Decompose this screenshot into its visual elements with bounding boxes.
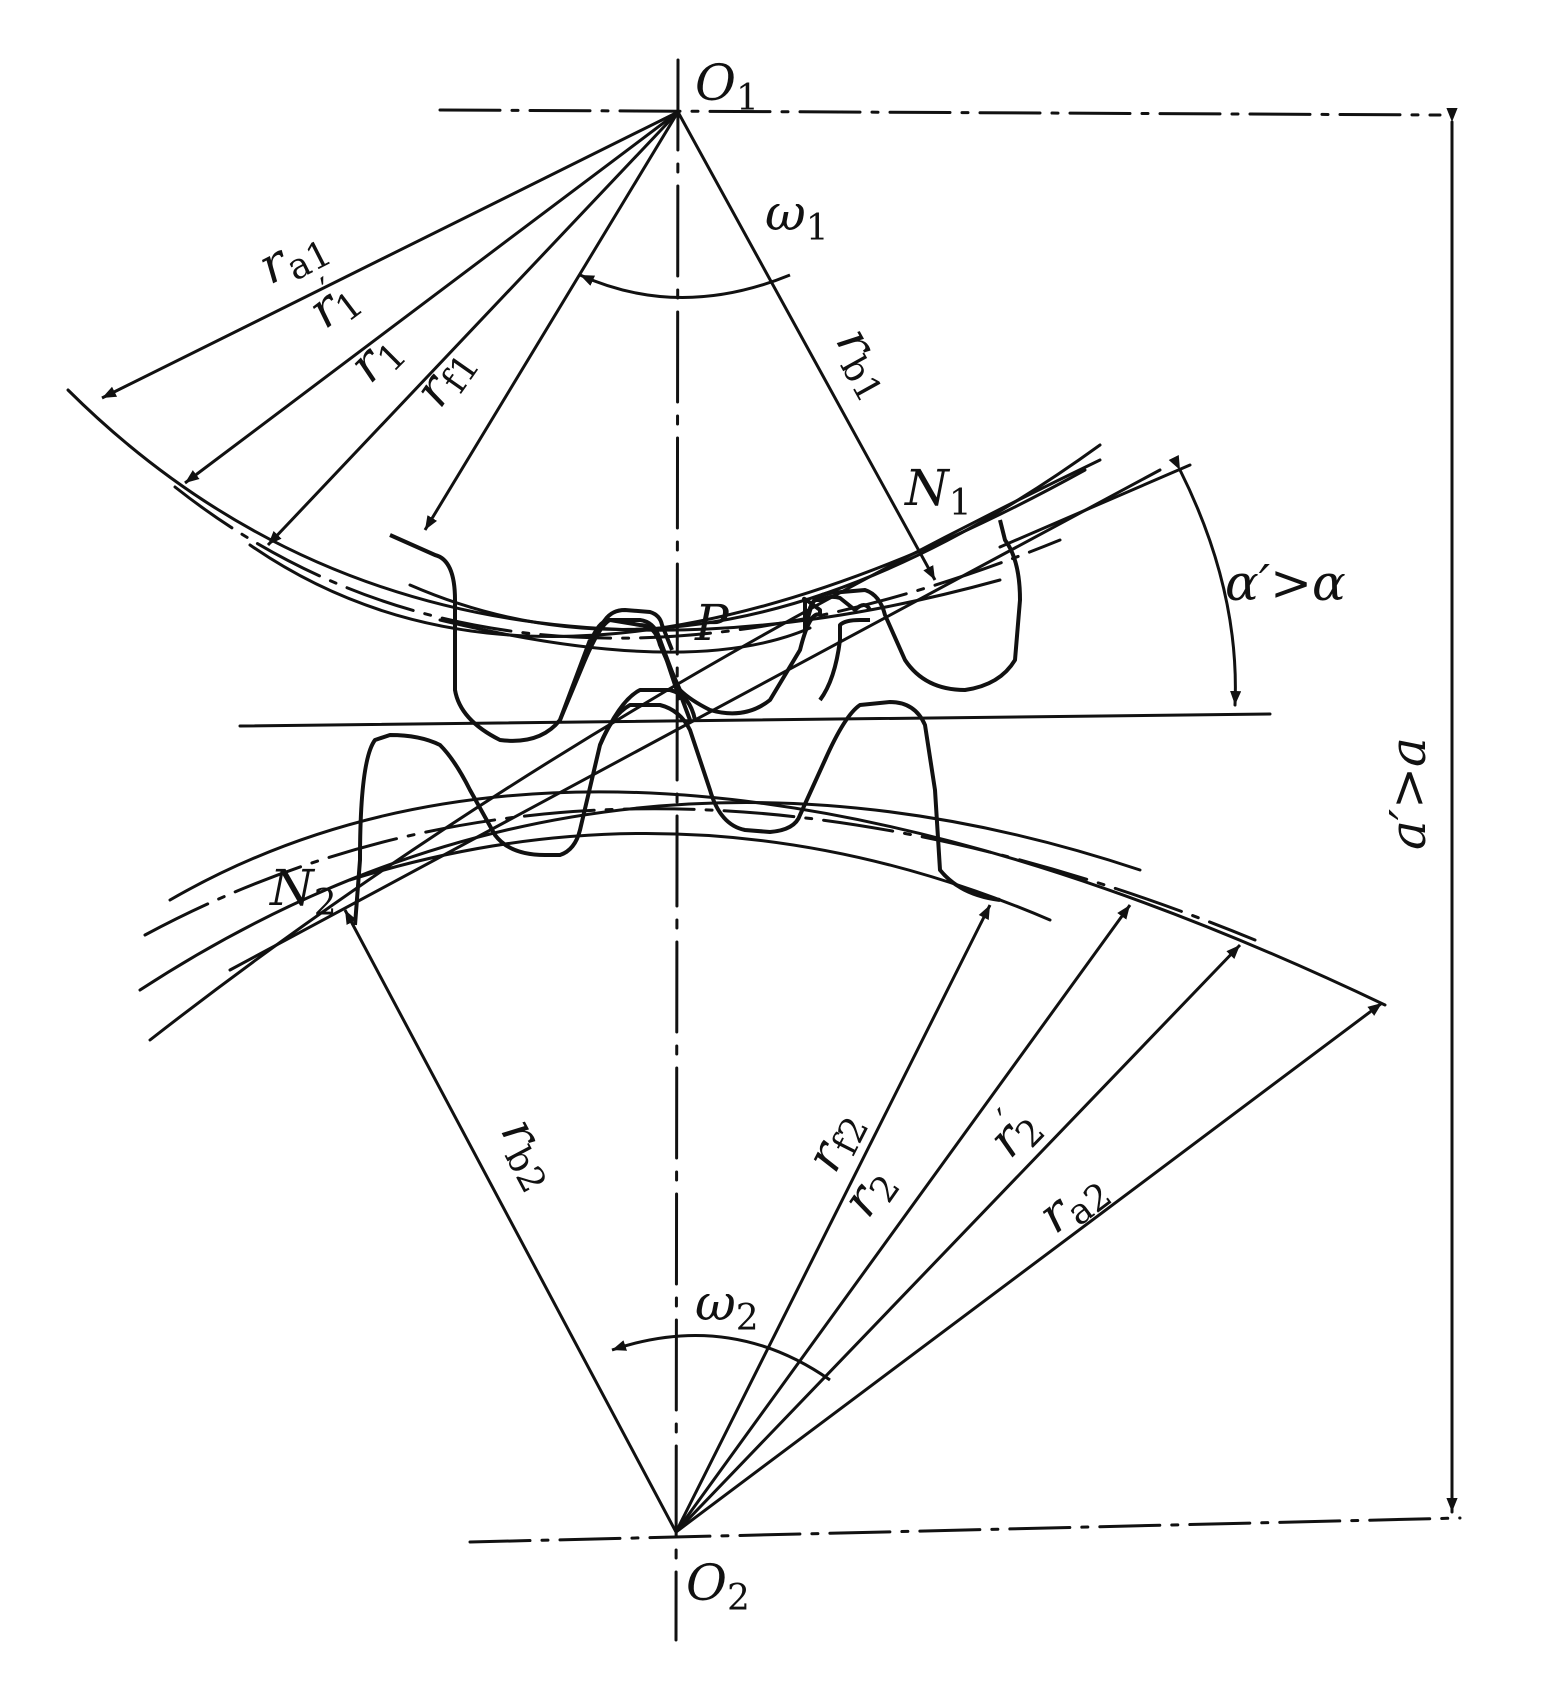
label-rf2: rf2: [794, 1101, 877, 1183]
gear1-addendum-circle: [66, 388, 1002, 632]
radius-r1-prime: [184, 110, 679, 485]
vertical-axis: [674, 58, 680, 1642]
gear1-mid-tooth: [558, 639, 692, 721]
radius-rf2: [674, 904, 992, 1533]
label-pressure-angle: α′>α: [1225, 554, 1346, 612]
radius-ra2: [675, 1001, 1383, 1534]
gear2-base-circle: [148, 458, 1102, 1042]
label-o1: O1: [695, 54, 759, 119]
gear1-right-teeth: [803, 519, 1022, 692]
gear2-addendum-circle: [168, 790, 1387, 1007]
gear2-center-tooth: [598, 688, 697, 746]
gear1-radii: [101, 110, 937, 581]
radius-rf1: [423, 111, 680, 531]
gear2-pitch-circle-prime: [143, 807, 1257, 942]
gear1-pitch-circle: [248, 468, 1087, 639]
radius-rb2: [343, 909, 678, 1533]
label-center-distance: a′>a: [1379, 737, 1437, 850]
label-rb2: rb2: [485, 1108, 573, 1199]
radius-r1: [266, 110, 680, 547]
label-rf1: rf1: [402, 334, 488, 419]
label-omega2: ω2: [695, 1274, 759, 1339]
radius-r2-prime: [674, 943, 1242, 1534]
radius-r2: [674, 904, 1132, 1533]
gear2-radii: [343, 904, 1383, 1534]
gear1-root-circle: [438, 618, 812, 654]
label-o2: O2: [686, 1554, 750, 1619]
omega2-arc: [611, 1333, 831, 1382]
center-line-o1: [438, 108, 1442, 117]
center-line-o2: [468, 1516, 1462, 1544]
gear2-teeth: [353, 700, 1001, 926]
labels: O1 O2 P N1 N2 ra1 r′1 r1 rf1 rb1 ω1 rb2 …: [249, 54, 1437, 1619]
gear-teeth: [353, 519, 1022, 926]
pitch-tangent-line: [238, 712, 1272, 728]
label-n1: N1: [904, 459, 972, 524]
gear1-teeth-2: [583, 618, 870, 702]
label-r2-prime: r′2: [974, 1093, 1053, 1172]
gear1-center-tooth: [588, 608, 674, 651]
gear1-base-circle: [408, 443, 1102, 631]
radius-rb1: [676, 111, 937, 581]
label-p: P: [694, 594, 730, 652]
label-n2: N2: [269, 859, 337, 924]
omega1-arc: [579, 273, 791, 299]
gear2-pitch-circle: [138, 801, 1142, 992]
pressure-angle-arc: [1168, 454, 1242, 707]
label-ra2: ra2: [1027, 1157, 1119, 1248]
label-omega1: ω1: [765, 184, 829, 249]
radius-ra1: [101, 110, 679, 400]
